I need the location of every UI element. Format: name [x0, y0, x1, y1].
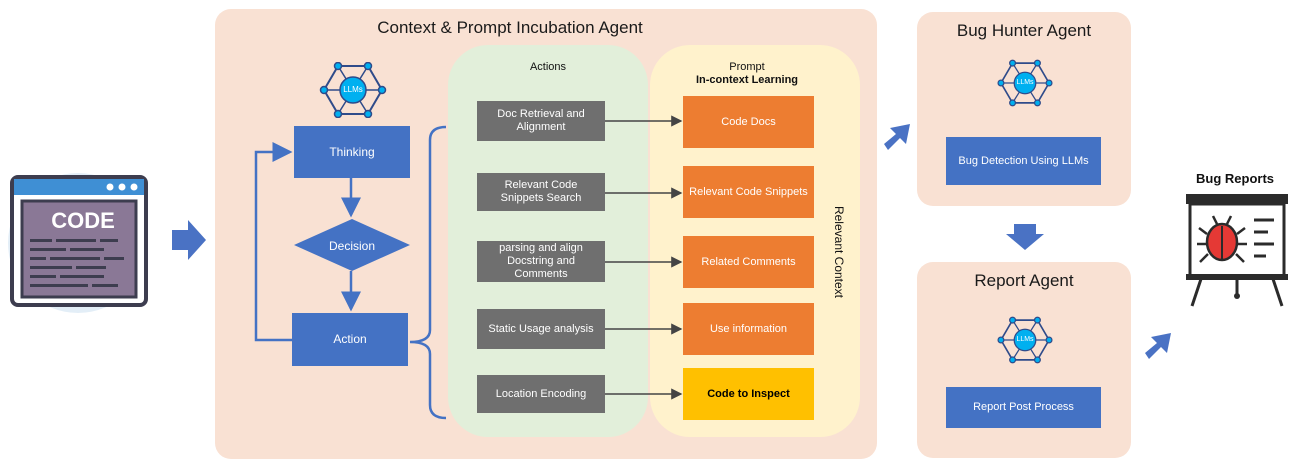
llm-network-icon: [996, 315, 1054, 365]
action-docstring-parsing: parsing and align Docstring and Comments: [477, 241, 605, 282]
report-post-process-box: Report Post Process: [946, 387, 1101, 428]
context-agent-title: Context & Prompt Incubation Agent: [377, 18, 643, 37]
bug-detection-box: Bug Detection Using LLMs: [946, 137, 1101, 185]
llm-label: LLMs: [343, 85, 363, 94]
prompt-subheader: In-context Learning: [695, 74, 799, 86]
arrow-down-icon: [1006, 224, 1044, 250]
llm-network-icon: [996, 58, 1054, 108]
llm-label: LLMs: [1016, 336, 1034, 343]
report-agent-title: Report Agent: [974, 271, 1074, 290]
arrow-up-right-icon: [1145, 333, 1173, 361]
action-doc-retrieval: Doc Retrieval and Alignment: [477, 101, 605, 141]
bug-hunter-title: Bug Hunter Agent: [956, 21, 1092, 40]
bug-reports-title: Bug Reports: [1196, 171, 1274, 186]
prompt-header: Prompt: [729, 61, 765, 73]
prompt-code-docs: Code Docs: [683, 96, 814, 148]
action-static-usage: Static Usage analysis: [477, 309, 605, 349]
llm-label: LLMs: [1016, 79, 1034, 86]
prompt-use-information: Use information: [683, 303, 814, 355]
action-code-snippets-search: Relevant Code Snippets Search: [477, 173, 605, 211]
prompt-code-snippets: Relevant Code Snippets: [683, 166, 814, 218]
code-window-icon: [0, 165, 160, 315]
arrow-up-right-icon: [884, 124, 912, 152]
prompt-related-comments: Related Comments: [683, 236, 814, 288]
arrow-right-icon: [172, 220, 206, 260]
decision-label: Decision: [328, 239, 376, 253]
thinking-box: Thinking: [294, 126, 410, 178]
actions-header: Actions: [529, 61, 567, 73]
action-location-encoding: Location Encoding: [477, 375, 605, 413]
prompt-code-to-inspect: Code to Inspect: [683, 368, 814, 420]
action-box: Action: [292, 313, 408, 366]
bug-report-board-icon: [1184, 190, 1290, 310]
llm-network-icon: [318, 61, 388, 119]
code-label: CODE: [51, 208, 115, 233]
decision-diamond: [294, 219, 410, 271]
